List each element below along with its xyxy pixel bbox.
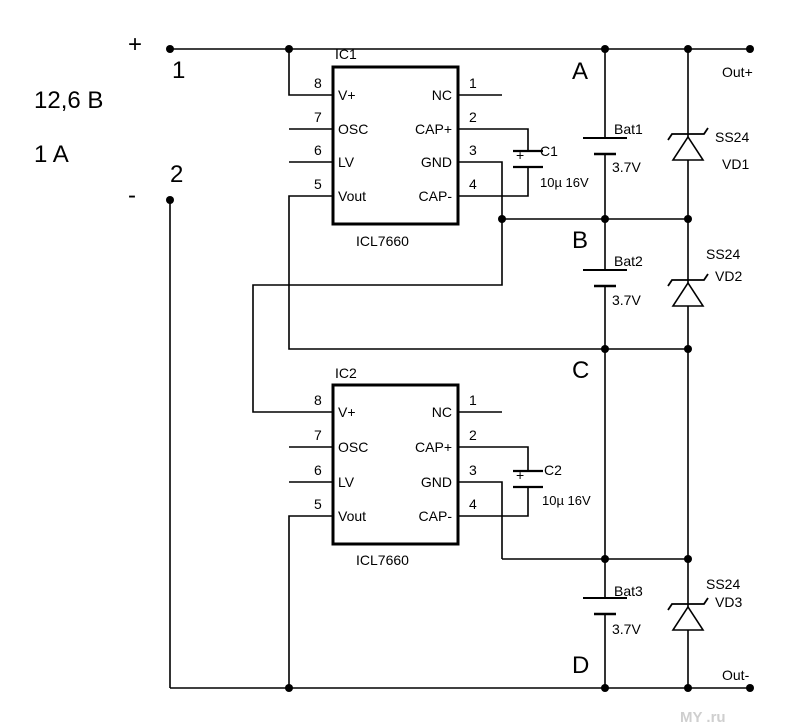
ic2-pin-num: 2 bbox=[469, 427, 477, 443]
terminal-pos-dot bbox=[166, 45, 174, 53]
c1-value: 10µ 16V bbox=[540, 175, 589, 190]
ic2-ref: IC2 bbox=[335, 365, 357, 381]
bat1-ref: Bat1 bbox=[614, 121, 643, 137]
diode-vd2: SS24 VD2 bbox=[667, 246, 742, 307]
ic1-pin-name: OSC bbox=[338, 121, 368, 137]
diode-vd1: SS24 VD1 bbox=[667, 127, 749, 172]
supply-pos-sign: + bbox=[128, 31, 142, 58]
junction-dot bbox=[498, 215, 506, 223]
junction-dot bbox=[684, 684, 692, 692]
ic2-pin-name: NC bbox=[432, 404, 452, 420]
ic1-pin-num: 2 bbox=[469, 109, 477, 125]
junction-dot bbox=[601, 684, 609, 692]
ic2-pin-name: OSC bbox=[338, 439, 368, 455]
ic1-pin-num: 5 bbox=[314, 176, 322, 192]
ic1-pin-num: 3 bbox=[469, 142, 477, 158]
capacitor-c2: + C2 10µ 16V bbox=[513, 462, 591, 508]
junction-dot bbox=[684, 345, 692, 353]
ic1-pin-num: 6 bbox=[314, 142, 322, 158]
c1-ref: C1 bbox=[540, 143, 558, 159]
supply-pos-terminal: 1 bbox=[172, 57, 185, 84]
supply-neg-terminal: 2 bbox=[170, 161, 183, 188]
ic2-pin-num: 5 bbox=[314, 496, 322, 512]
c2-polarity: + bbox=[516, 467, 524, 483]
node-c-label: C bbox=[572, 357, 589, 384]
ic1-pin-name: V+ bbox=[338, 87, 356, 103]
bat1-voltage: 3.7V bbox=[612, 159, 641, 175]
capacitor-c1: + C1 10µ 16V bbox=[513, 143, 589, 190]
supply-neg-sign: - bbox=[128, 182, 136, 209]
c2-ref: C2 bbox=[544, 462, 562, 478]
junction-dot bbox=[684, 555, 692, 563]
bat2-voltage: 3.7V bbox=[612, 292, 641, 308]
ic2-pin-num: 4 bbox=[469, 496, 477, 512]
battery-bat2: Bat2 3.7V bbox=[583, 253, 643, 308]
output-neg-label: Out- bbox=[722, 667, 750, 683]
bat3-voltage: 3.7V bbox=[612, 621, 641, 637]
battery-bat1: Bat1 3.7V bbox=[583, 121, 643, 175]
supply-current: 1 A bbox=[34, 141, 69, 168]
c1-polarity: + bbox=[516, 147, 524, 163]
ic1-pin-name: LV bbox=[338, 154, 355, 170]
node-b-label: B bbox=[572, 227, 588, 254]
diode-vd3: SS24 VD3 bbox=[667, 576, 742, 631]
junction-dot bbox=[601, 555, 609, 563]
ic2-pin-name: LV bbox=[338, 474, 355, 490]
bat2-ref: Bat2 bbox=[614, 253, 643, 269]
ic1-pin-num: 1 bbox=[469, 75, 477, 91]
output-pos-label: Out+ bbox=[722, 64, 753, 80]
node-a-label: A bbox=[572, 58, 588, 85]
node-d-label: D bbox=[572, 652, 589, 679]
vd2-ref: VD2 bbox=[715, 268, 742, 284]
junction-dot bbox=[601, 345, 609, 353]
ic1-pin-name: NC bbox=[432, 87, 452, 103]
vd2-part: SS24 bbox=[706, 246, 740, 262]
ic2-pin-name: Vout bbox=[338, 508, 366, 524]
ic2-pin-num: 1 bbox=[469, 392, 477, 408]
ic2-body bbox=[331, 383, 460, 546]
junction-dot bbox=[601, 45, 609, 53]
terminal-neg-dot bbox=[166, 196, 174, 204]
junction-dot bbox=[601, 215, 609, 223]
ic2-pin-name: V+ bbox=[338, 404, 356, 420]
ic1-part: ICL7660 bbox=[356, 233, 409, 249]
vd1-part: SS24 bbox=[715, 129, 749, 145]
ic2-part: ICL7660 bbox=[356, 552, 409, 568]
ic2-pin-num: 3 bbox=[469, 462, 477, 478]
ic1-pin-name: CAP- bbox=[419, 188, 453, 204]
junction-dot bbox=[684, 45, 692, 53]
vd3-part: SS24 bbox=[706, 576, 740, 592]
ic2-pin-name: CAP+ bbox=[415, 439, 452, 455]
junction-dot bbox=[684, 215, 692, 223]
battery-bat3: Bat3 3.7V bbox=[583, 583, 643, 637]
ic1-pin-num: 4 bbox=[469, 176, 477, 192]
wires bbox=[169, 48, 750, 689]
ic1-ref: IC1 bbox=[335, 46, 357, 62]
junction-dots bbox=[166, 45, 754, 692]
ic1-pin-num: 7 bbox=[314, 109, 322, 125]
bat3-ref: Bat3 bbox=[614, 583, 643, 599]
ic2-pin-name: CAP- bbox=[419, 508, 453, 524]
ic2-pin-num: 8 bbox=[314, 392, 322, 408]
junction-dot bbox=[285, 45, 293, 53]
c2-value: 10µ 16V bbox=[542, 493, 591, 508]
ic2-pin-num: 7 bbox=[314, 427, 322, 443]
ic1-body bbox=[331, 65, 460, 226]
ic1-pin-name: Vout bbox=[338, 188, 366, 204]
watermark: MY .ru bbox=[680, 709, 726, 726]
vd1-ref: VD1 bbox=[722, 156, 749, 172]
ic2: IC2 8 7 6 5 V+ OSC LV Vout 1 2 3 4 NC CA… bbox=[314, 365, 477, 568]
vd3-ref: VD3 bbox=[715, 594, 742, 610]
out-pos-dot bbox=[746, 45, 754, 53]
ic1-pin-name: CAP+ bbox=[415, 121, 452, 137]
out-neg-dot bbox=[746, 684, 754, 692]
ic1: IC1 8 7 6 5 V+ OSC LV Vout 1 2 3 4 NC CA… bbox=[314, 46, 477, 249]
ic1-pin-name: GND bbox=[421, 154, 452, 170]
ic2-pin-name: GND bbox=[421, 474, 452, 490]
supply-voltage: 12,6 B bbox=[34, 87, 103, 114]
ic2-pin-num: 6 bbox=[314, 462, 322, 478]
ic1-pin-num: 8 bbox=[314, 75, 322, 91]
junction-dot bbox=[285, 684, 293, 692]
